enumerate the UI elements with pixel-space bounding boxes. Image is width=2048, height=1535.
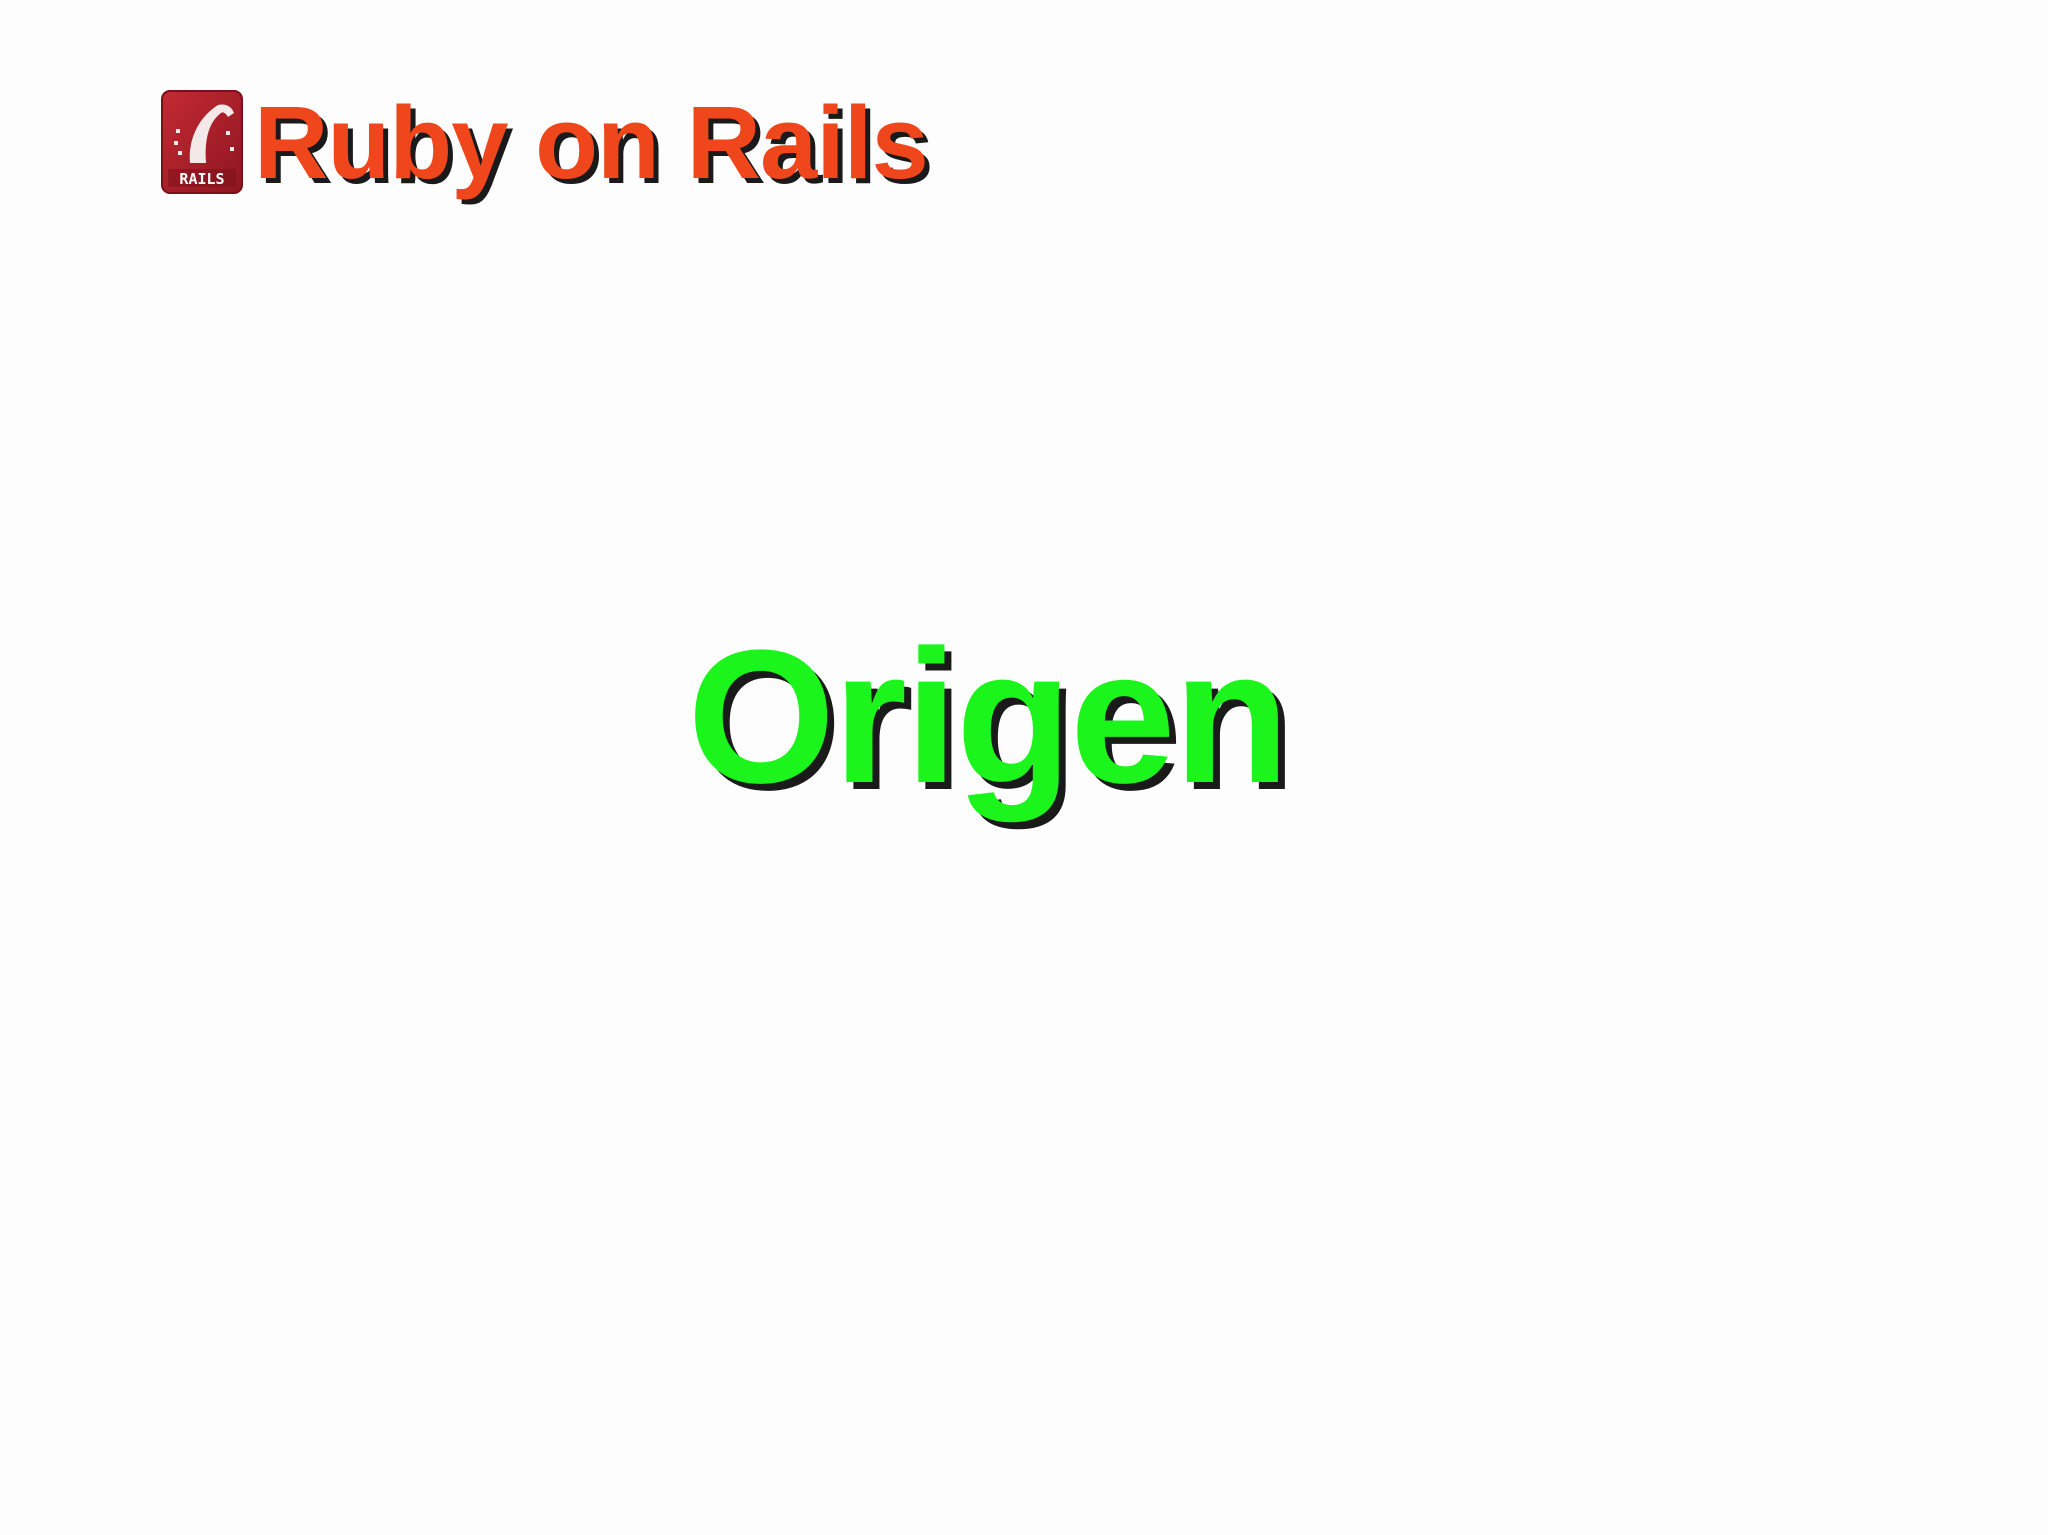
slide-header: RAILS Ruby on Rails (160, 84, 929, 200)
rails-logo-icon: RAILS (160, 89, 244, 195)
slide-title: Ruby on Rails (254, 84, 929, 200)
section-heading: Origen (687, 611, 1289, 823)
logo-text: RAILS (179, 170, 224, 188)
